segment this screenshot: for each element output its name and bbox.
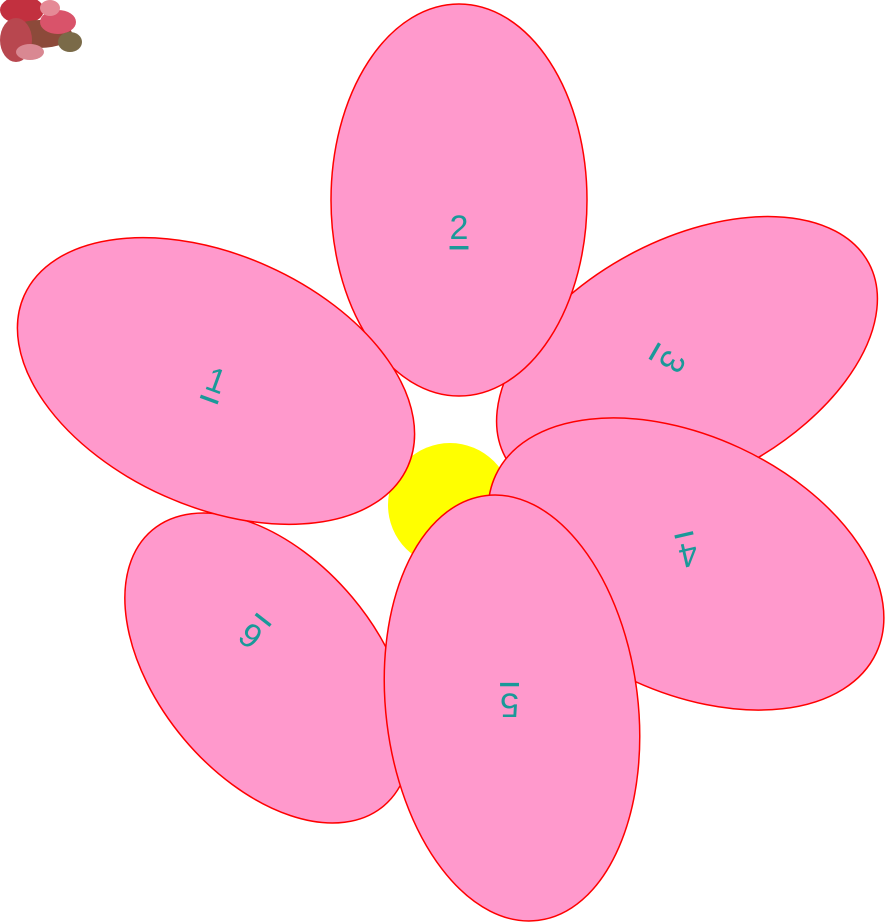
rose-bouquet-icon: [0, 0, 82, 62]
petal-5-label: 5: [500, 685, 519, 723]
petal-2-label: 2: [450, 209, 469, 247]
